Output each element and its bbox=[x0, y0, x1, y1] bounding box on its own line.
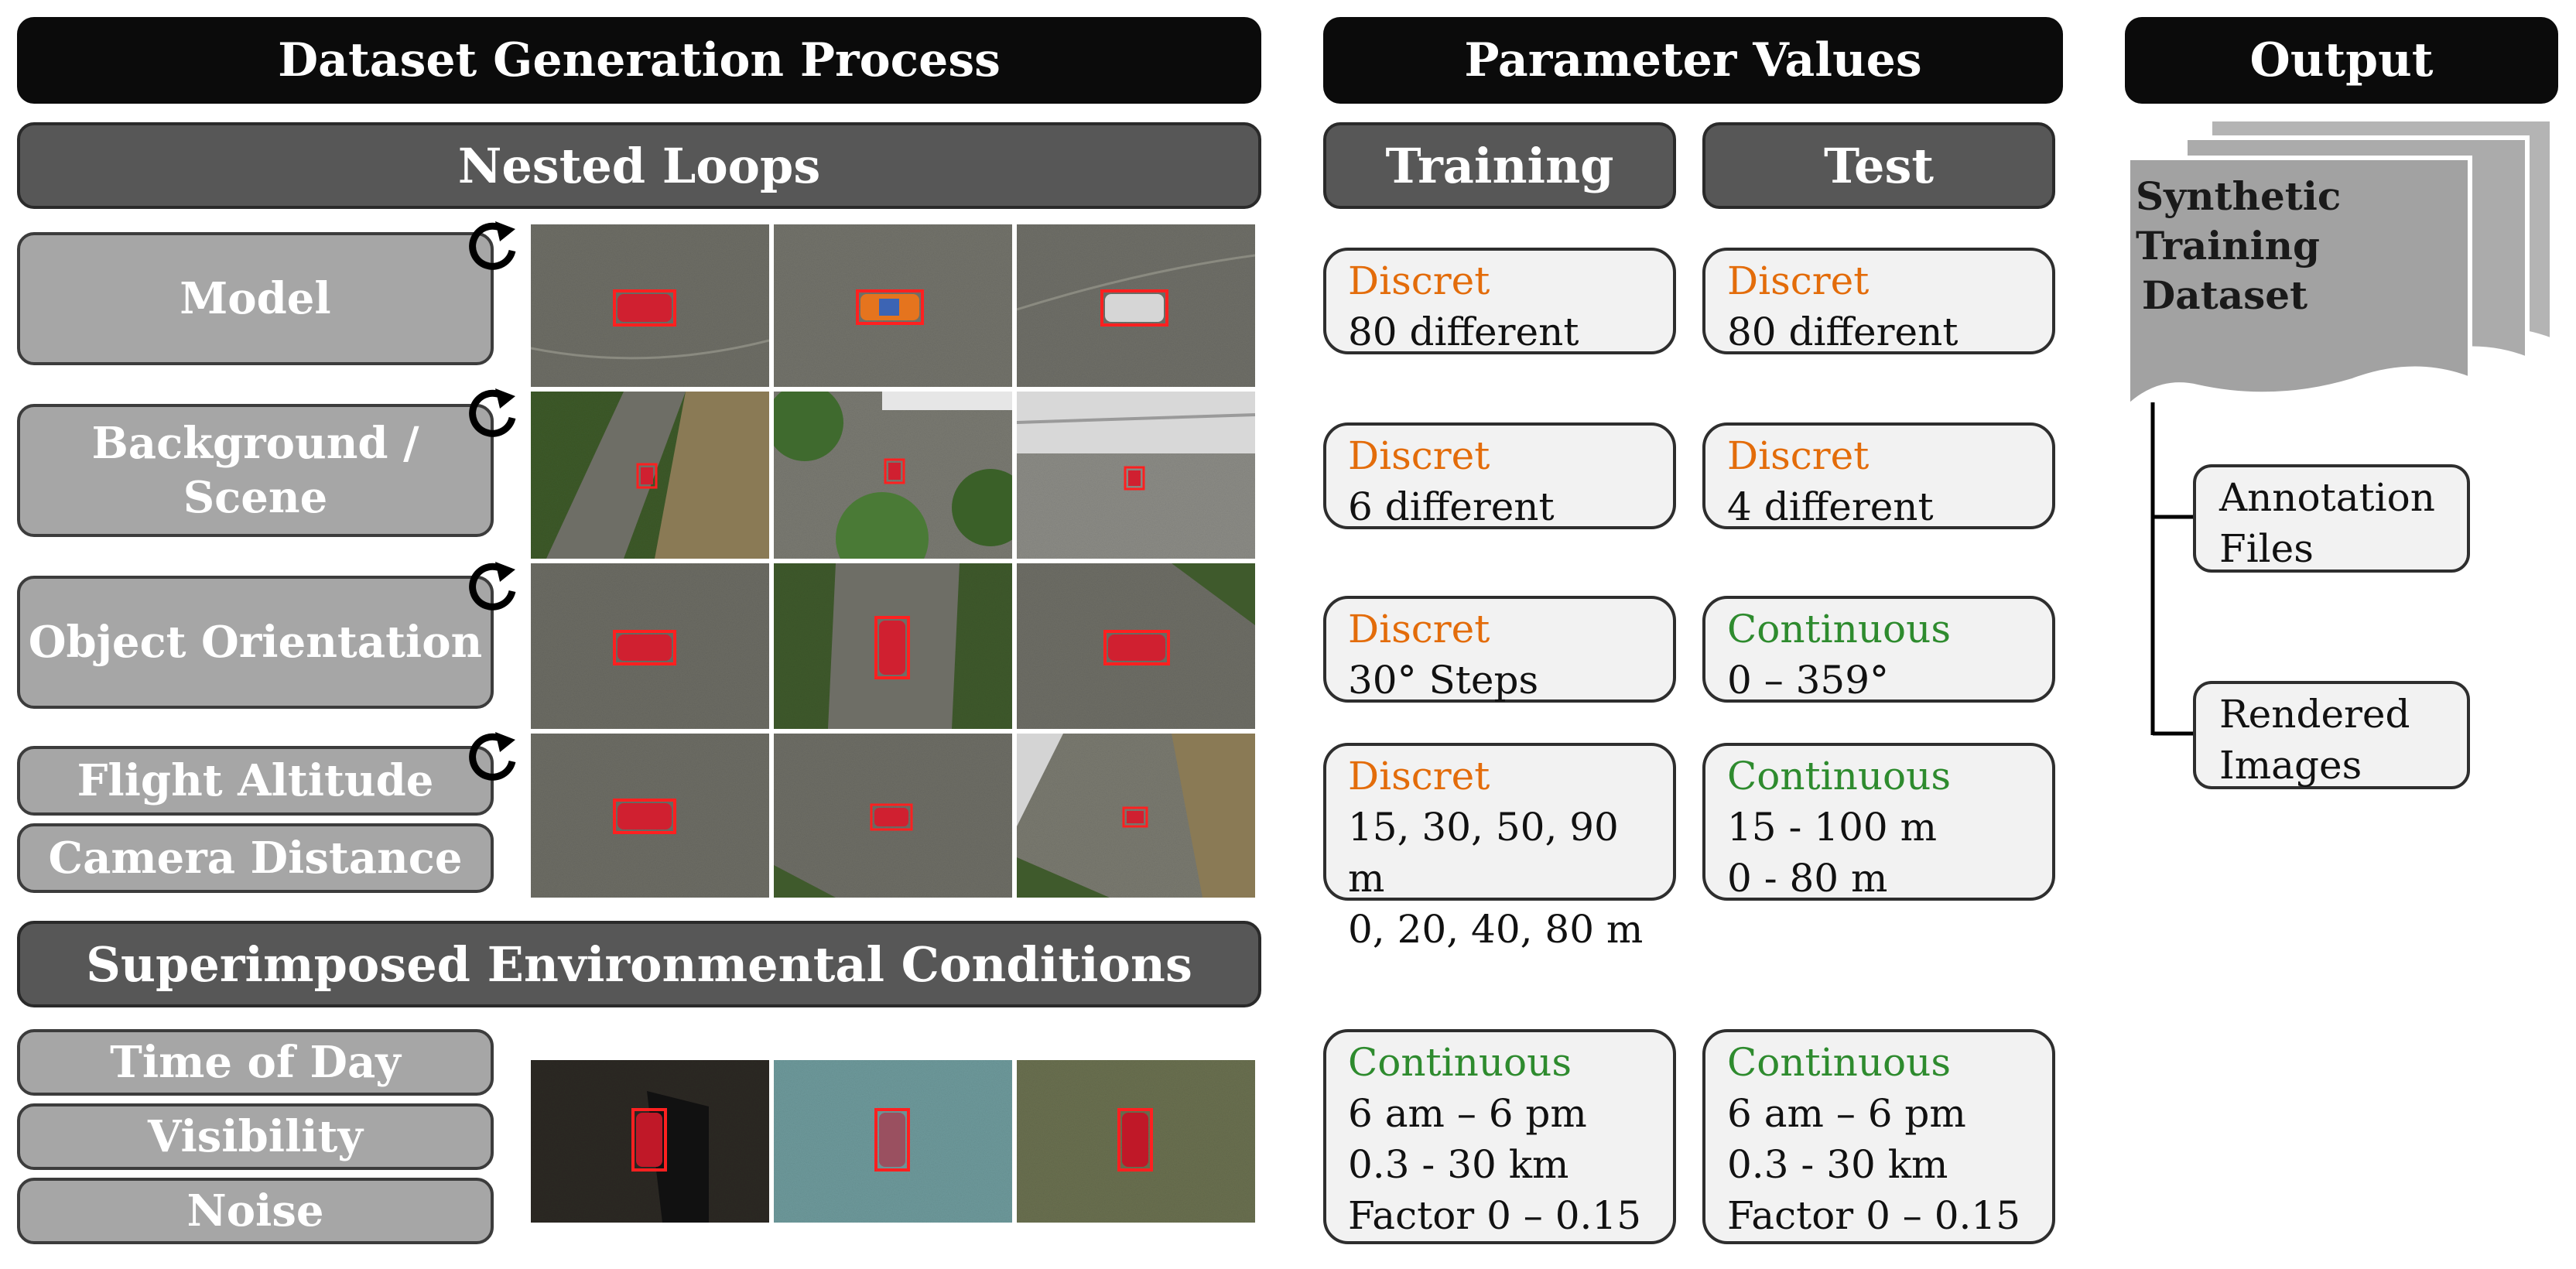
param-type: Continuous bbox=[1348, 1040, 1572, 1085]
distance-loop-label: Camera Distance bbox=[48, 833, 463, 884]
model-loop-label: Model bbox=[180, 273, 331, 324]
training-label: Training bbox=[1385, 137, 1614, 194]
nested-loops-header: Nested Loops bbox=[17, 122, 1261, 209]
param-type: Discret bbox=[1348, 607, 1490, 652]
param-type: Continuous bbox=[1727, 754, 1952, 799]
param-value: 0, 20, 40, 80 m bbox=[1348, 907, 1644, 952]
aerial-image bbox=[774, 563, 1012, 729]
synthetic-dataset-label: Synthetic Training Dataset bbox=[2136, 172, 2341, 320]
param-type: Continuous bbox=[1727, 1040, 1952, 1085]
annotation-line1: Annotation bbox=[2219, 475, 2435, 520]
test-header: Test bbox=[1702, 122, 2055, 209]
time-of-day-label: Time of Day bbox=[110, 1037, 401, 1088]
aerial-image bbox=[1017, 734, 1255, 898]
param-value: 15, 30, 50, 90 m bbox=[1348, 805, 1619, 901]
param-type: Discret bbox=[1348, 754, 1490, 799]
parameters-header-label: Parameter Values bbox=[1464, 33, 1922, 87]
visibility-label: Visibility bbox=[148, 1111, 363, 1162]
param-value: 6 different bbox=[1348, 484, 1555, 529]
test-label: Test bbox=[1823, 137, 1934, 194]
output-header: Output bbox=[2125, 17, 2558, 104]
aerial-image bbox=[531, 392, 769, 559]
process-header: Dataset Generation Process bbox=[17, 17, 1261, 104]
process-header-label: Dataset Generation Process bbox=[278, 33, 1001, 87]
model-loop: Model bbox=[17, 232, 494, 365]
output-header-label: Output bbox=[2249, 33, 2434, 87]
environmental-label: Superimposed Environmental Conditions bbox=[86, 936, 1192, 993]
aerial-image bbox=[531, 734, 769, 898]
annotation-line2: Files bbox=[2219, 526, 2314, 571]
param-value: 6 am – 6 pm bbox=[1348, 1091, 1587, 1136]
visibility-loop: Visibility bbox=[17, 1103, 494, 1170]
loop-arrow-icon bbox=[464, 730, 522, 788]
aerial-image bbox=[774, 392, 1012, 559]
aerial-image bbox=[1017, 563, 1255, 729]
rendered-line2: Images bbox=[2219, 743, 2362, 788]
dataset-line3: Dataset bbox=[2141, 272, 2308, 318]
background-loop-line1: Background / bbox=[91, 418, 419, 469]
model-training-card: Discret 80 different bbox=[1323, 248, 1676, 354]
environment-training-card: Continuous 6 am – 6 pm 0.3 - 30 km Facto… bbox=[1323, 1029, 1676, 1244]
aerial-image bbox=[1017, 224, 1255, 387]
param-type: Discret bbox=[1348, 258, 1490, 303]
background-loop: Background / Scene bbox=[17, 404, 494, 537]
param-type: Discret bbox=[1727, 258, 1870, 303]
dataset-line2: Training bbox=[2136, 223, 2320, 269]
rendered-line1: Rendered bbox=[2219, 692, 2410, 737]
param-value: 80 different bbox=[1348, 310, 1579, 354]
dataset-line1: Synthetic bbox=[2136, 173, 2342, 219]
param-value: 0 - 80 m bbox=[1727, 856, 1888, 901]
noise-label: Noise bbox=[186, 1185, 324, 1237]
param-type: Discret bbox=[1348, 433, 1490, 478]
param-value: 15 - 100 m bbox=[1727, 805, 1938, 850]
distance-loop: Camera Distance bbox=[17, 823, 494, 893]
orientation-loop: Object Orientation bbox=[17, 576, 494, 709]
param-value: 0.3 - 30 km bbox=[1348, 1142, 1569, 1187]
training-header: Training bbox=[1323, 122, 1676, 209]
aerial-image bbox=[531, 563, 769, 729]
param-type: Continuous bbox=[1727, 607, 1952, 652]
param-value: 80 different bbox=[1727, 310, 1959, 354]
background-loop-line2: Scene bbox=[183, 472, 328, 523]
param-value: 0 – 359° bbox=[1727, 658, 1890, 703]
parameters-header: Parameter Values bbox=[1323, 17, 2063, 104]
loop-arrow-icon bbox=[464, 220, 522, 277]
noise-loop: Noise bbox=[17, 1178, 494, 1244]
time-of-day-loop: Time of Day bbox=[17, 1029, 494, 1096]
environment-test-card: Continuous 6 am – 6 pm 0.3 - 30 km Facto… bbox=[1702, 1029, 2055, 1244]
nested-loops-label: Nested Loops bbox=[457, 137, 821, 194]
model-test-card: Discret 80 different bbox=[1702, 248, 2055, 354]
param-value: 30° Steps bbox=[1348, 658, 1539, 703]
aerial-image bbox=[1017, 1060, 1255, 1223]
aerial-image bbox=[774, 1060, 1012, 1223]
param-value: Factor 0 – 0.15 bbox=[1727, 1193, 2021, 1238]
annotation-files-box: Annotation Files bbox=[2193, 464, 2470, 573]
param-value: 6 am – 6 pm bbox=[1727, 1091, 1966, 1136]
loop-arrow-icon bbox=[464, 560, 522, 617]
aerial-image bbox=[531, 224, 769, 387]
altitude-training-card: Discret 15, 30, 50, 90 m 0, 20, 40, 80 m bbox=[1323, 743, 1676, 952]
background-loop-label: Background / Scene bbox=[91, 416, 419, 525]
aerial-image bbox=[774, 224, 1012, 387]
altitude-test-card: Continuous 15 - 100 m 0 - 80 m bbox=[1702, 743, 2055, 901]
altitude-loop: Flight Altitude bbox=[17, 746, 494, 816]
loop-arrow-icon bbox=[464, 387, 522, 444]
param-value: 4 different bbox=[1727, 484, 1934, 529]
background-test-card: Discret 4 different bbox=[1702, 422, 2055, 529]
aerial-image bbox=[774, 734, 1012, 898]
param-value: 0.3 - 30 km bbox=[1727, 1142, 1948, 1187]
environmental-header: Superimposed Environmental Conditions bbox=[17, 921, 1261, 1007]
orientation-test-card: Continuous 0 – 359° bbox=[1702, 596, 2055, 703]
background-training-card: Discret 6 different bbox=[1323, 422, 1676, 529]
stacked-documents-icon bbox=[2126, 117, 2554, 449]
aerial-image bbox=[531, 1060, 769, 1223]
param-type: Discret bbox=[1727, 433, 1870, 478]
orientation-loop-label: Object Orientation bbox=[28, 617, 483, 668]
aerial-image bbox=[1017, 392, 1255, 559]
rendered-images-box: Rendered Images bbox=[2193, 681, 2470, 789]
altitude-loop-label: Flight Altitude bbox=[77, 755, 434, 806]
param-value: Factor 0 – 0.15 bbox=[1348, 1193, 1642, 1238]
orientation-training-card: Discret 30° Steps bbox=[1323, 596, 1676, 703]
